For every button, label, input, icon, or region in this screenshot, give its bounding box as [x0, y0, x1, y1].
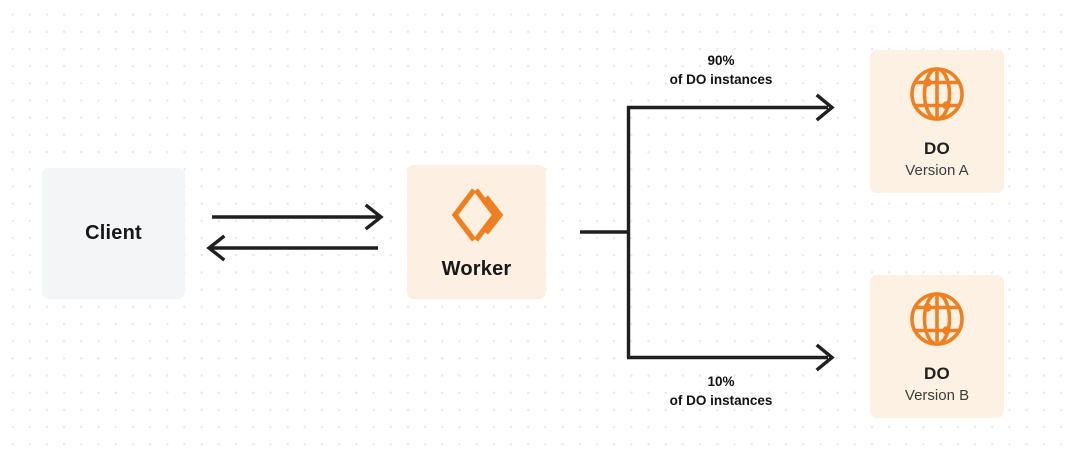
node-do-version-a[interactable]: DO Version A — [870, 50, 1004, 193]
edge-label-do-a: 90% of DO instances — [608, 51, 834, 89]
node-do-version-b[interactable]: DO Version B — [870, 275, 1004, 418]
edge-label-do-b-text: of DO instances — [669, 393, 773, 409]
node-worker[interactable]: Worker — [407, 165, 546, 299]
arrow-worker-to-do-b — [627, 343, 835, 372]
node-do-a-version: Version A — [905, 161, 969, 179]
connector-worker-split-bus — [580, 106, 631, 358]
edge-label-do-b-percent: 10% — [707, 374, 735, 389]
durable-object-globe-icon — [908, 290, 966, 348]
node-client-label: Client — [85, 222, 142, 244]
cloudflare-workers-icon — [446, 184, 508, 246]
node-do-a-label: DO — [924, 138, 950, 158]
node-do-b-label: DO — [924, 363, 950, 383]
arrow-worker-to-do-a — [627, 93, 835, 122]
durable-object-globe-icon — [908, 65, 966, 123]
edge-label-do-a-text: of DO instances — [669, 72, 773, 88]
node-worker-label: Worker — [441, 257, 512, 280]
node-client[interactable]: Client — [42, 168, 185, 299]
edge-label-do-b: 10% of DO instances — [608, 372, 834, 410]
arrow-client-to-worker — [212, 203, 384, 231]
edge-label-do-a-percent: 90% — [707, 53, 735, 68]
arrow-worker-to-client — [206, 234, 378, 262]
node-do-b-version: Version B — [904, 386, 970, 404]
